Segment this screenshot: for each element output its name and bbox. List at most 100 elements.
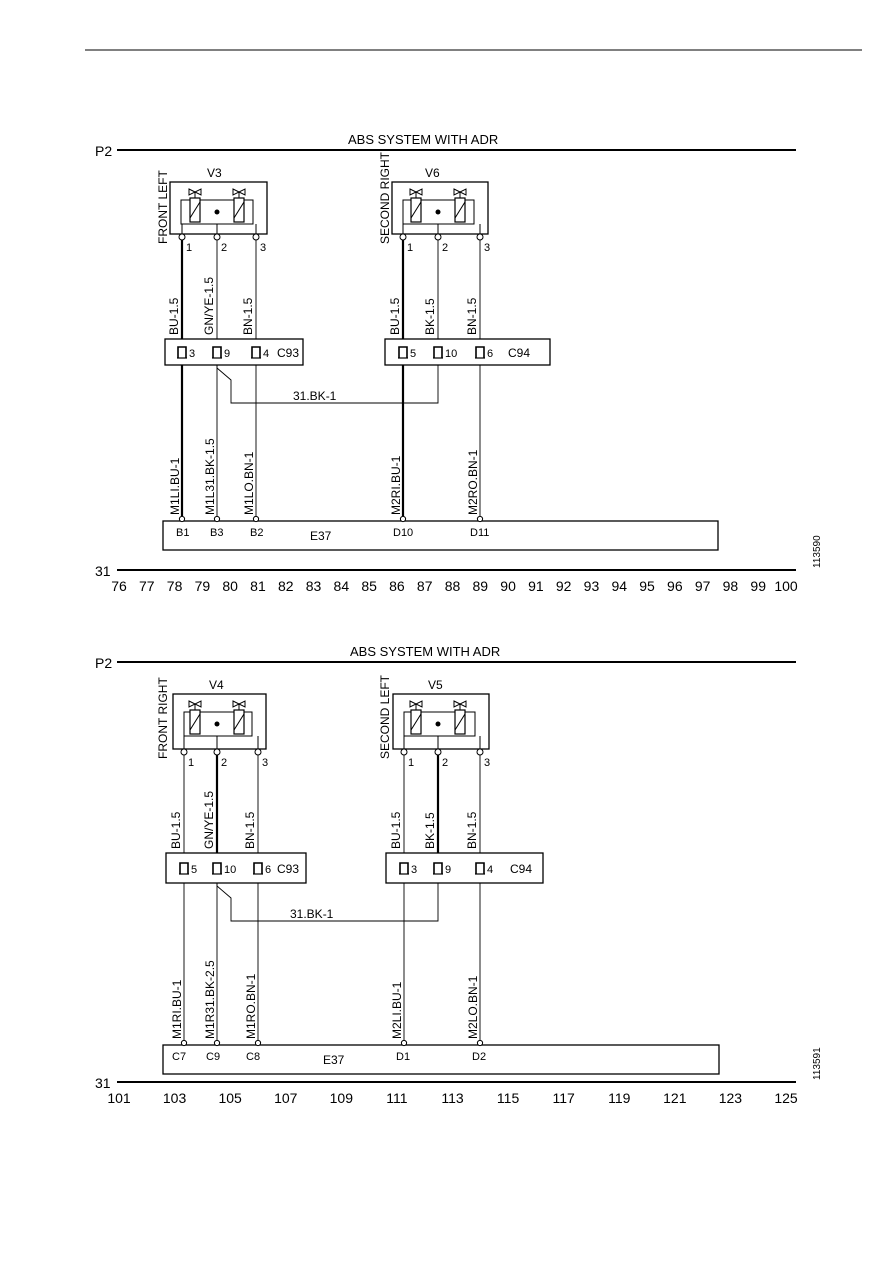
ecu-pin-label: B1 [176,527,189,539]
connector-pin-icon [433,862,443,874]
valve-pin-number: 2 [221,757,227,769]
ecu-box [162,520,719,551]
upper-wire-label: BN-1.5 [241,297,255,335]
connector-box [384,338,551,366]
ecu-pin-terminal [213,1039,221,1047]
connector-box [165,852,307,884]
p2-rail-label: P2 [95,655,112,671]
upper-wire-label: BN-1.5 [465,297,479,335]
valve-position-label: FRONT RIGHT [156,677,170,759]
column-number: 86 [389,578,405,594]
junction-dot [435,721,441,727]
junction-dot [435,209,441,215]
ecu-pin-label: B2 [250,527,263,539]
lower-wire-label: M2RO.BN-1 [466,449,480,515]
valve-name: V6 [425,166,440,180]
column-number: 121 [663,1090,687,1106]
connector-pin-number: 6 [487,348,493,360]
column-number: 113 [441,1090,464,1106]
valve-pin-terminal [476,748,484,756]
ecu-pin-label: C8 [246,1051,260,1063]
column-number: 101 [107,1090,131,1106]
valve-name: V4 [209,678,224,692]
valve-box [392,693,490,750]
ecu-pin-terminal [476,1039,484,1047]
upper-wire-label: BN-1.5 [465,811,479,849]
column-number: 93 [584,578,600,594]
valve-symbol-icon [232,188,246,196]
column-number: 111 [386,1090,407,1106]
connector-pin-number: 3 [189,348,195,360]
valve-pin-number: 1 [407,242,413,254]
upper-wire-label: BK-1.5 [423,812,437,849]
connector-pin-icon [433,346,443,358]
valve-pin-terminal [213,748,221,756]
upper-wire-label: BU-1.5 [167,297,181,335]
column-number: 81 [250,578,266,594]
valve-pin-number: 2 [442,757,448,769]
column-number: 96 [667,578,683,594]
column-number: 97 [695,578,711,594]
valve-symbol-icon [232,700,246,708]
connector-pin-icon [177,346,187,358]
connector-name: C94 [510,862,532,876]
connector-name: C93 [277,346,299,360]
valve-name: V3 [207,166,222,180]
valve-pin-number: 3 [260,242,266,254]
lower-wire-label: M1R31.BK-2.5 [203,960,217,1039]
valve-symbol-icon [453,188,467,196]
lower-wire-label: M2RI.BU-1 [389,455,403,515]
lower-wire-label: M1RO.BN-1 [244,973,258,1039]
connector-pin-icon [475,346,485,358]
lower-wire-label: M1RI.BU-1 [170,979,184,1039]
connector-pin-number: 6 [265,864,271,876]
connector-pin-number: 5 [410,348,416,360]
connector-c93: 5 10 6 C93 [165,852,307,884]
lower-wire-label: M2LO.BN-1 [466,975,480,1039]
connector-pin-number: 3 [411,864,417,876]
valve-symbol-icon [188,700,202,708]
upper-wire-label: GN/YE-1.5 [202,277,216,335]
ecu-pin-terminal [180,1039,188,1047]
ecu-name: E37 [323,1053,345,1067]
upper-wire-label: BU-1.5 [389,811,403,849]
column-number: 76 [111,578,127,594]
connector-name: C93 [277,862,299,876]
upper-wire-label: BN-1.5 [243,811,257,849]
column-number: 79 [195,578,211,594]
connector-pin-icon [398,346,408,358]
diagram-title: ABS SYSTEM WITH ADR [350,644,500,659]
column-number: 119 [608,1090,631,1106]
connector-pin-icon [212,346,222,358]
ecu-pin-label: D10 [393,527,413,539]
ecu-pin-label: B3 [210,527,223,539]
valve-pin-terminal [434,233,442,241]
valve-pin-number: 2 [221,242,227,254]
valve-symbol-icon [409,700,423,708]
ecu-name: E37 [310,529,332,543]
connector-pin-number: 5 [191,864,197,876]
valve-pin-terminal [213,233,221,241]
lower-wire-label: M1L31.BK-1.5 [203,438,217,515]
column-number: 77 [139,578,155,594]
ecu-pin-terminal [252,515,260,523]
connector-pin-icon [399,862,409,874]
column-number: 117 [553,1090,576,1106]
connector-pin-number: 10 [224,864,236,876]
connector-pin-number: 9 [445,864,451,876]
column-number: 84 [334,578,350,594]
valve-pin-terminal [434,748,442,756]
valve-pin-number: 3 [262,757,268,769]
lower-wire-label: M1LO.BN-1 [242,451,256,515]
column-number: 125 [774,1090,798,1106]
valve-pin-number: 1 [186,242,192,254]
column-number: 115 [497,1090,520,1106]
valve-inner-frame [183,711,253,737]
valve-pin-number: 2 [442,242,448,254]
column-number: 94 [611,578,627,594]
